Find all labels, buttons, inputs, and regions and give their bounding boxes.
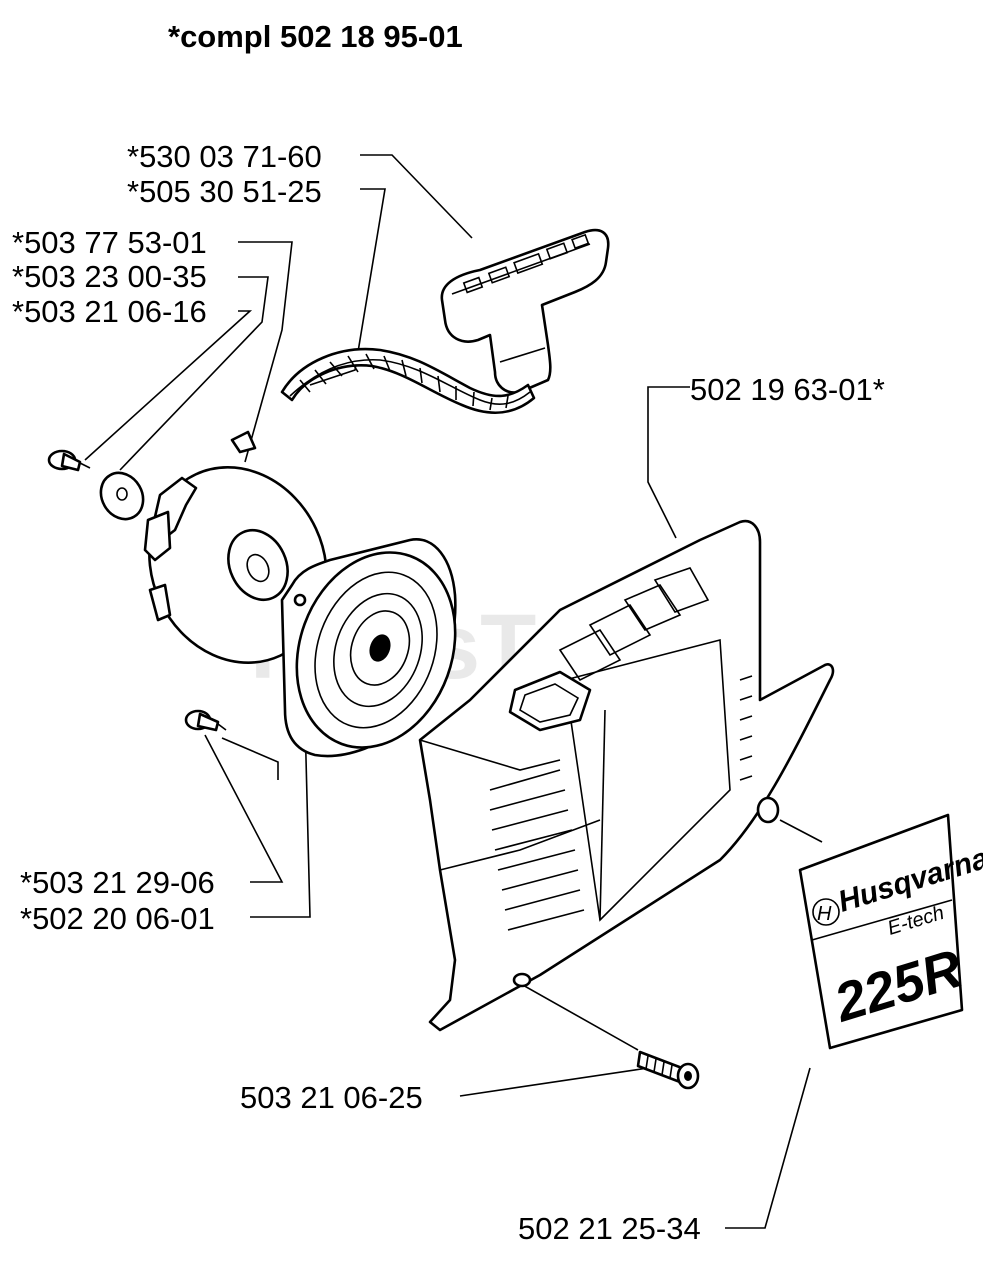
label-rope[interactable]: *505 30 51-25 (127, 174, 322, 209)
leader-screw-bottom (459, 1067, 649, 1097)
leader-washer (119, 276, 269, 471)
decal-logo-icon: H (812, 898, 840, 926)
starter-rope[interactable] (280, 347, 536, 414)
housing-vents-top (558, 567, 710, 682)
label-screw-center[interactable]: *503 21 06-16 (12, 294, 207, 329)
label-handle[interactable]: *530 03 71-60 (127, 139, 322, 174)
small-screw[interactable] (184, 709, 227, 732)
leader-screw-small-b (221, 737, 279, 780)
leader-screw-bottom-b (504, 974, 639, 1051)
washer[interactable] (93, 465, 152, 527)
leader-handle (360, 154, 473, 239)
starter-housing[interactable] (418, 519, 835, 1032)
leader-pulley (238, 241, 293, 463)
label-decal[interactable]: 502 21 25-34 (518, 1211, 701, 1246)
leader-rope (309, 188, 386, 386)
spring-cassette[interactable] (270, 530, 481, 770)
label-washer[interactable]: *503 23 00-35 (12, 259, 207, 294)
label-spring-cassette[interactable]: *502 20 06-01 (20, 901, 215, 936)
leader-housing (647, 386, 690, 539)
svg-text:H: H (817, 903, 832, 925)
label-pulley[interactable]: *503 77 53-01 (12, 225, 207, 260)
starter-handle[interactable] (440, 228, 610, 394)
decal[interactable]: H Husqvarna E-tech 225R (798, 813, 983, 1050)
leader-decal (725, 1067, 811, 1229)
label-screw-small[interactable]: *503 21 29-06 (20, 865, 215, 900)
label-screw-bottom[interactable]: 503 21 06-25 (240, 1080, 423, 1115)
assembly-title[interactable]: *compl 502 18 95-01 (168, 19, 463, 54)
bottom-screw[interactable] (636, 1050, 700, 1090)
leader-housing-b (779, 819, 823, 843)
leader-screw-small (204, 734, 284, 883)
center-screw[interactable] (47, 449, 91, 472)
housing-vents-side (489, 675, 753, 931)
leader-screw-center (84, 310, 253, 461)
label-housing[interactable]: 502 19 63-01* (690, 372, 885, 407)
